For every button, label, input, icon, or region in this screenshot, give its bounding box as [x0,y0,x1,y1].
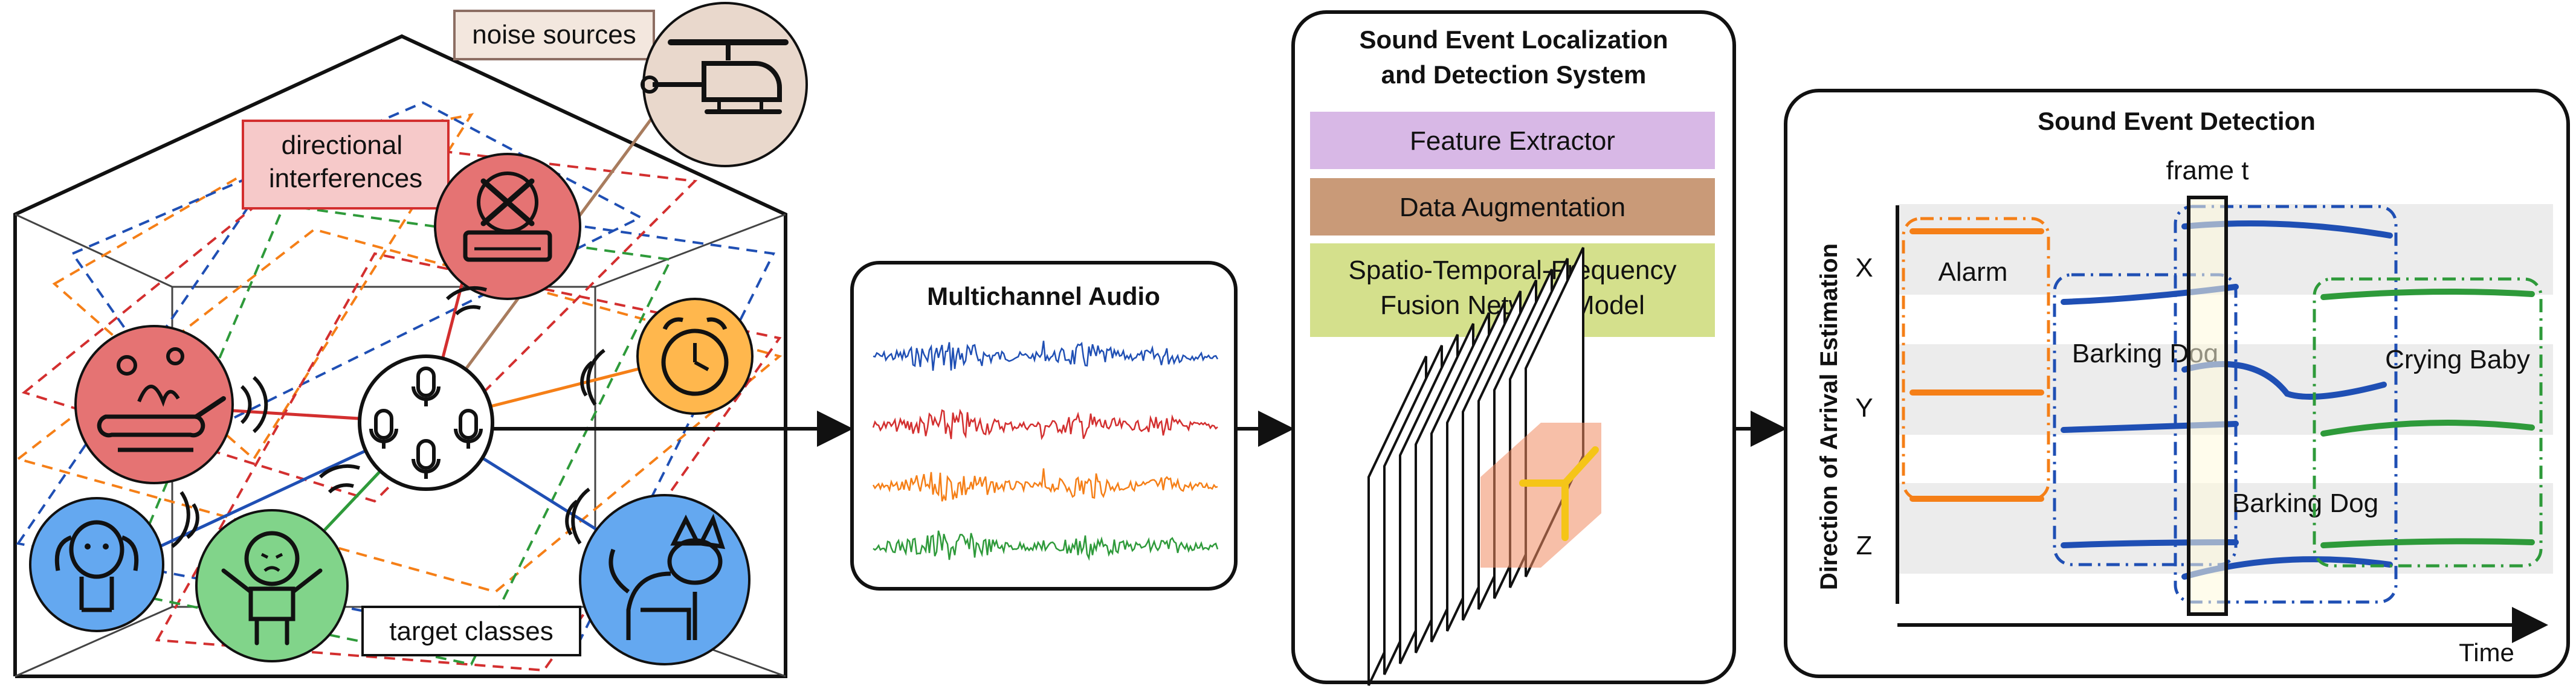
barking-dog-event-box-1 [2053,273,2238,566]
row-label-z: Z [1856,531,1873,560]
seld-title-line1: Sound Event Localization [1359,25,1668,54]
seld-title-line2: and Detection System [1381,60,1647,89]
perspective-line [15,213,173,288]
sed-title: Sound Event Detection [2038,107,2316,135]
directional-interferences-box [242,120,450,210]
attention-cube [1480,423,1601,568]
air-conditioner-repair-icon [434,153,581,300]
fusion-model-label-line1: Spatio-Temporal-Frequency [1349,255,1677,285]
directional-interferences-label: directional interferences [269,130,422,193]
alarm-doa-tracks [1909,228,2044,502]
waveform-channel-2 [872,408,1218,441]
room-scene: noise sources directional interferences [13,2,808,678]
feature-map-stack [1367,247,1601,686]
microphone-array-icon [358,354,494,491]
waveform-channel-4 [873,530,1219,561]
barking-dog-label-2: Barking Dog [2232,489,2378,518]
waveforms [872,341,1219,561]
alarm-event-label: Alarm [1938,257,2008,287]
target-classes-label-box [361,606,581,656]
alarm-clock-icon [636,298,754,415]
helicopter-icon [641,2,808,167]
feature-extractor-label: Feature Extractor [1410,126,1615,156]
barking-dog-event-box-2 [2174,205,2398,604]
row-label-x: X [1855,253,1873,283]
noise-sources-label-box [453,10,655,60]
barking-dog-icon [579,494,751,665]
frame-t-highlight [2187,196,2228,616]
multichannel-title: Multichannel Audio [927,282,1160,310]
perspective-line [15,606,173,678]
waveform-channel-3 [872,468,1218,502]
crying-baby-event-box [2313,277,2543,568]
alarm-event-box [1902,217,2050,501]
y-axis-label: Direction of Arrival Estimation [1816,243,1842,590]
seld-system-panel: Sound Event Localization and Detection S… [1291,10,1736,686]
house-outline [13,34,787,678]
noise-sources-label: noise sources [472,20,636,50]
sound-waves [171,286,605,548]
x-axis-label: Time [2459,638,2514,667]
crying-baby-label: Crying Baby [2385,345,2530,374]
frame-t-label: frame t [2166,156,2249,185]
perspective-line [595,213,786,288]
crying-baby-doa-tracks [2320,289,2535,548]
dog-icon [29,497,164,632]
sound-event-detection-panel: Sound Event Detection Direction of Arriv… [1784,89,2570,678]
data-augmentation-block [1310,178,1715,236]
row-label-y: Y [1855,393,1873,423]
multichannel-audio-panel: Multichannel Audio [850,261,1238,591]
waveform-channel-1 [873,341,1219,371]
data-augmentation-label: Data Augmentation [1399,193,1625,222]
target-classes-label: target classes [389,617,553,646]
feature-extractor-block [1310,112,1715,169]
crying-baby-icon [195,509,349,662]
fusion-direction-arrow [1561,446,1599,487]
cooking-pan-icon [74,325,234,484]
